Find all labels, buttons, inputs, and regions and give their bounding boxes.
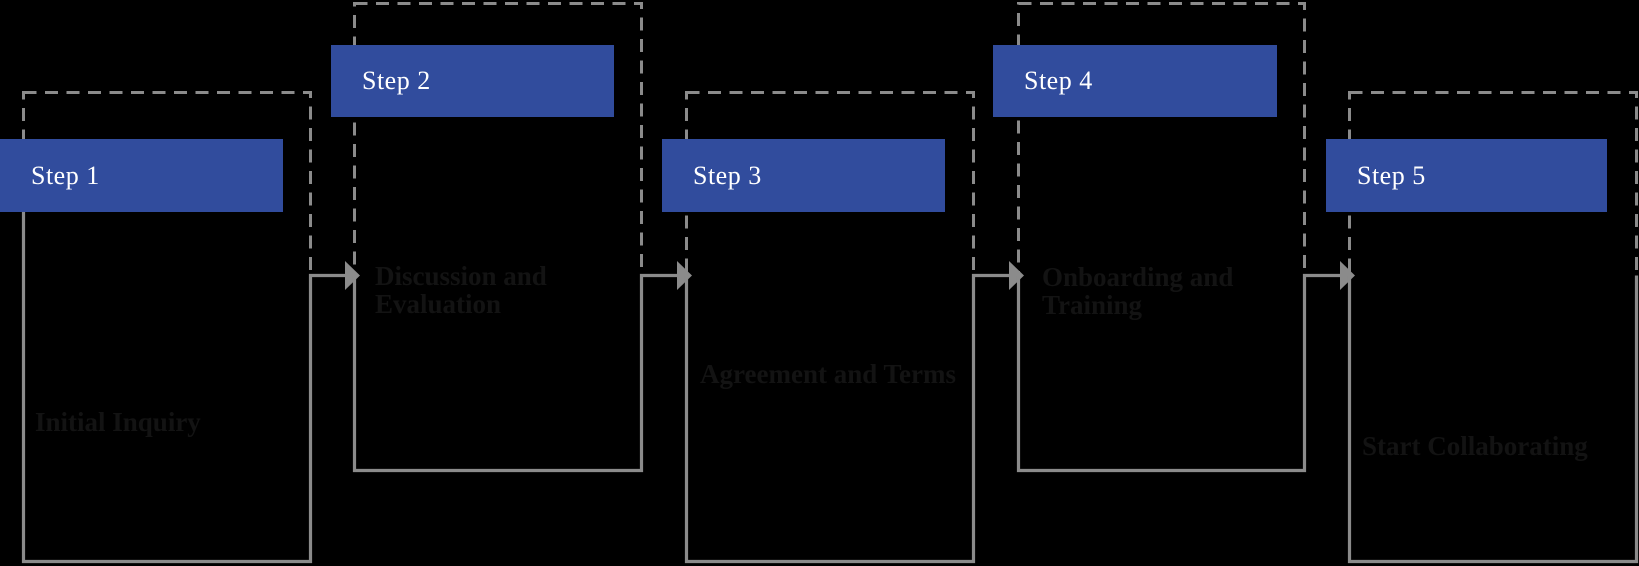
connector-step1-to-step2 [21,212,345,564]
step-3-description-line-1: Agreement and Terms [700,359,956,389]
step-1-description-line-1: Initial Inquiry [35,407,201,437]
connector-step5-exit [1347,275,1639,564]
step-4-header: Step 4 [993,45,1277,117]
step-2-description-line-2: Evaluation [375,289,502,319]
step-3-description: Agreement and Terms [700,360,956,388]
step-5-header: Step 5 [1326,139,1607,212]
arrow-right-icon [345,261,360,290]
connector-step2-to-step3 [352,273,677,473]
step-3-label: Step 3 [693,160,762,190]
step-2-label: Step 2 [362,66,431,95]
arrow-right-icon [1009,261,1024,290]
step-2-dashed-box [353,2,643,472]
step-5-description-line-1: Start Collaborating [1362,431,1588,461]
step-1-header: Step 1 [0,139,283,212]
step-1-description: Initial Inquiry [35,408,201,436]
step-2-description-line-1: Discussion and [375,261,547,291]
step-4-description-line-1: Onboarding and [1042,262,1234,292]
step-4-dashed-box [1017,2,1306,472]
step-4-label: Step 4 [1024,66,1093,95]
arrow-right-icon [1340,261,1355,290]
step-2-header: Step 2 [331,45,614,117]
arrow-right-icon [677,261,692,290]
step-4-description-line-2: Training [1042,290,1143,320]
step-2-description: Discussion and Evaluation [375,262,547,318]
step-5-label: Step 5 [1357,160,1426,190]
step-5-description: Start Collaborating [1362,432,1588,460]
step-3-header: Step 3 [662,139,945,212]
connector-step3-to-step4 [684,273,1009,564]
step-1-label: Step 1 [31,160,100,190]
connector-step4-to-step5 [1016,273,1340,473]
step-4-description: Onboarding and Training [1042,263,1233,319]
